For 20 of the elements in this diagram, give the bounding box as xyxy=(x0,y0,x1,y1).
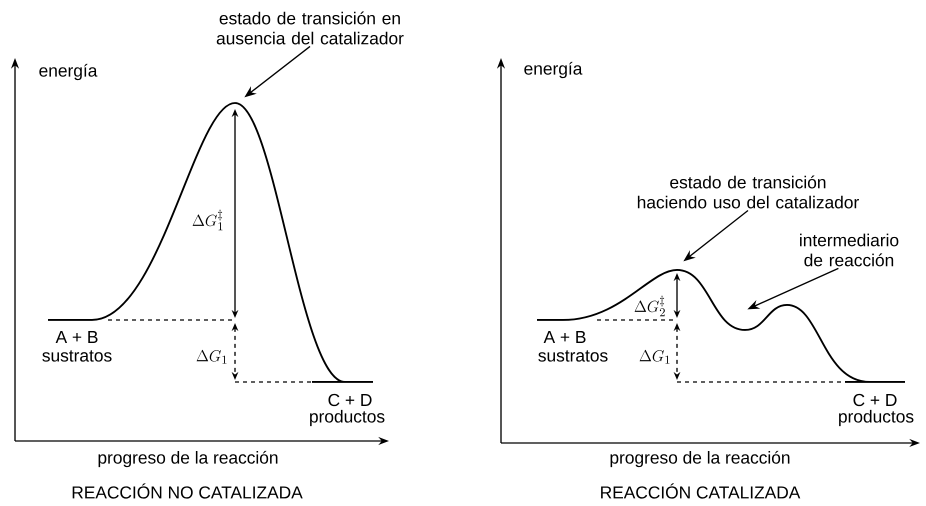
axis-label: progreso de la reacción xyxy=(610,450,790,468)
axis-label: productos xyxy=(839,410,914,426)
axis-label: $\Delta G_{1}^{\ddagger}$ xyxy=(192,210,222,230)
callout-text: estado de transición haciendo uso del catalizador xyxy=(638,176,859,208)
axis-label: productos xyxy=(310,410,384,426)
axis-label: $\Delta G_{1}$ xyxy=(640,350,670,364)
energy-curve xyxy=(536,269,906,383)
axis-label: $\Delta G_{1}$ xyxy=(196,350,226,364)
axis-label: A + B xyxy=(544,331,586,343)
axis-label: sustratos xyxy=(538,350,608,362)
callout-text: estado de transición en ausencia del catalizador xyxy=(216,12,404,44)
axis-label: A + B xyxy=(56,331,98,343)
axis-label: progreso de la reacción xyxy=(98,450,278,468)
axis-label: REACCIÓN CATALIZADA xyxy=(601,483,800,499)
axis-label: sustratos xyxy=(42,350,112,362)
callout-text: intermediario de reacción xyxy=(800,234,898,266)
axis-label: $\Delta G_{2}^{\ddagger}$ xyxy=(634,296,665,316)
axis-label: energía xyxy=(39,64,98,80)
axis-label: energía xyxy=(524,62,582,78)
axis-label: REACCIÓN NO CATALIZADA xyxy=(72,483,303,499)
